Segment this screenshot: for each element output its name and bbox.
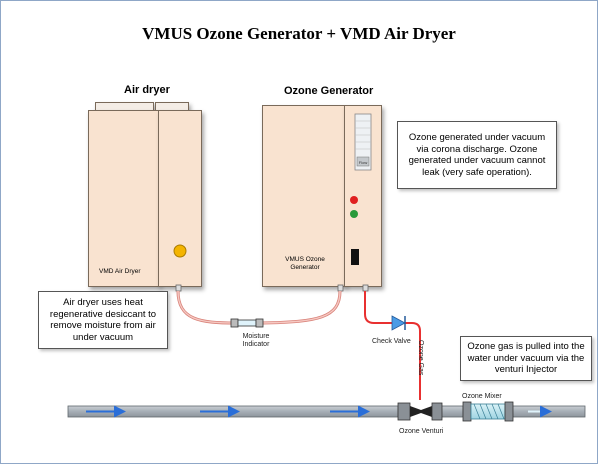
- ozone-generator-left-panel: [262, 105, 346, 287]
- diagram-title: VMUS Ozone Generator + VMD Air Dryer: [142, 24, 456, 43]
- venturi-icon: [397, 402, 443, 421]
- red-led-icon: [350, 196, 358, 204]
- ozone-mixer-label: Ozone Mixer: [462, 393, 502, 400]
- ozone-generator-heading: Ozone Generator: [284, 85, 374, 97]
- moisture-indicator-label: Moisture Indicator: [242, 333, 270, 348]
- green-led-icon: [350, 210, 358, 218]
- ozone-generator-note: Ozone generated under vacuum via corona …: [397, 121, 557, 189]
- air-dryer-note: Air dryer uses heat regenerative desicca…: [38, 291, 168, 349]
- flow-gauge-icon: [354, 113, 372, 171]
- moisture-indicator-icon: [230, 318, 264, 328]
- ozone-gas-label: Ozone Gas: [417, 340, 424, 376]
- air-dryer-indicator-icon: [173, 244, 187, 258]
- ozone-generator-label: VMUS Ozone Generator: [285, 256, 325, 271]
- flow-gauge-label: Flow: [359, 160, 368, 165]
- air-dryer-left-panel: [88, 110, 160, 287]
- ozone-injection-note: Ozone gas is pulled into the water under…: [460, 336, 592, 381]
- air-dryer-label: VMD Air Dryer: [99, 268, 141, 275]
- check-valve-icon: [391, 315, 406, 331]
- check-valve-label: Check Valve: [372, 338, 411, 345]
- ozone-venturi-label: Ozone Venturi: [399, 428, 444, 435]
- air-dryer-heading: Air dryer: [124, 84, 170, 96]
- power-switch-icon: [351, 249, 359, 265]
- ozone-mixer-icon: [462, 401, 514, 422]
